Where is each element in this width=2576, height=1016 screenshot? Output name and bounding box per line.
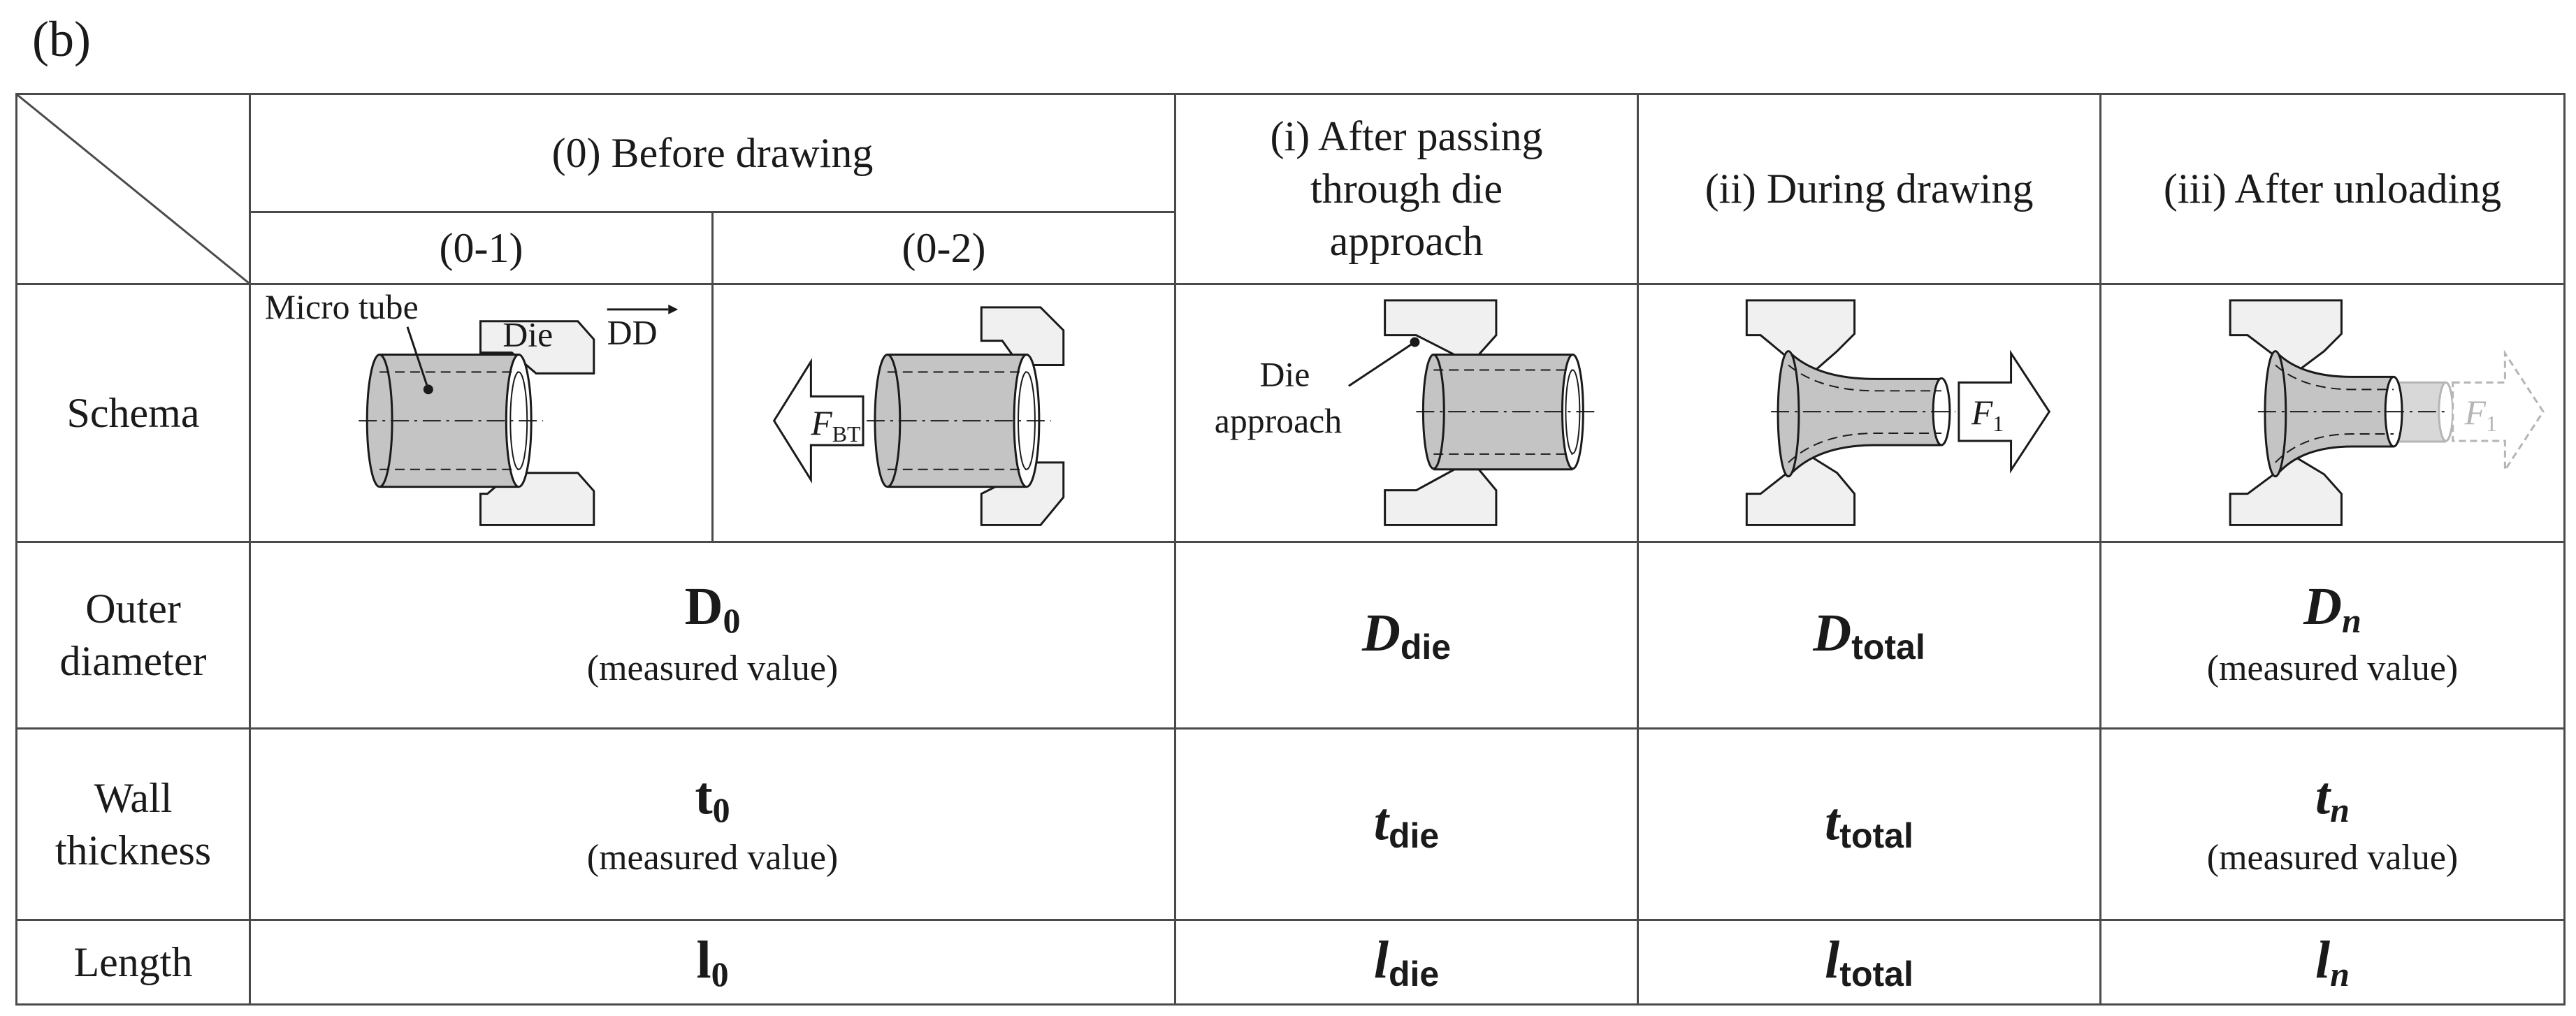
upper-die [2229,299,2343,374]
label-die-approach-2: approach [1215,402,1342,440]
label-die: Die [502,316,553,354]
row-label-outer-2: diameter [59,638,207,685]
upper-die [479,320,595,375]
symbol-ln: ln [2315,930,2350,994]
lower-die [1384,468,1498,526]
row-label-schema: Schema [15,282,251,544]
label-f-bt-main: F [810,404,832,442]
symbol-dn: Dn [2303,577,2361,641]
lower-die [2229,456,2343,526]
symbol-ttotal: ttotal [1825,792,1913,856]
cell-ddie: Ddie [1174,541,1640,730]
cell-ldie: ldie [1174,919,1640,1006]
cell-d0: D0 (measured value) [248,541,1177,730]
cell-t0: t0 (measured value) [248,727,1177,922]
header-after-die-line2: through die [1310,166,1503,212]
back-tension-arrow [772,358,864,484]
schema-during-drawing: F1 [1637,282,2102,544]
label-dd: DD [607,314,658,352]
cell-tdie: tdie [1174,727,1640,922]
label-f1: F1 [1971,393,2004,436]
symbol-l0: l0 [696,930,729,994]
label-f-bt-sub: BT [832,422,861,447]
header-after-unloading: (iii) After unloading [2099,93,2566,285]
header-after-die-line3: approach [1329,218,1484,264]
label-f1-faded-main: F [2464,393,2487,432]
upper-die [1384,299,1498,356]
row-label-wall-thickness: Wall thickness [15,727,251,922]
schema-0-1-drawing: Micro tube Die DD [265,288,679,526]
note-tn: (measured value) [2206,837,2459,878]
row-label-wall-2: thickness [55,827,212,873]
tube-body [2275,351,2394,477]
symbol-tn: tn [2315,766,2350,829]
corner-cell [15,93,251,285]
schema-0-1: Micro tube Die DD [249,282,714,544]
label-f-bt: FBT [810,404,860,447]
drawing-force-arrow [1958,349,2051,474]
schema-after-die: Die approach [1174,282,1640,544]
diagonal-line [17,95,249,283]
cell-dn: Dn (measured value) [2099,541,2566,730]
cell-tn: tn (measured value) [2099,727,2566,922]
drawing-stages-table: (0) Before drawing (i) After passing thr… [15,93,2566,1006]
label-die-approach-1: Die [1259,355,1310,393]
cell-dtotal: Dtotal [1637,541,2102,730]
header-after-die: (i) After passing through die approach [1174,93,1640,285]
label-f1-faded: F1 [2464,393,2497,436]
panel-label: (b) [32,11,91,67]
row-label-outer-diameter: Outer diameter [15,541,251,730]
cell-ln: ln [2099,919,2566,1006]
upper-die [980,306,1065,366]
schema-after-unloading-drawing: F1 [2229,299,2545,526]
symbol-dtotal: Dtotal [1813,603,1925,667]
symbol-ldie: ldie [1373,930,1440,994]
cell-ltotal: ltotal [1637,919,2102,1006]
header-before-drawing: (0) Before drawing [248,93,1177,213]
row-label-wall-1: Wall [94,774,173,821]
symbol-ltotal: ltotal [1825,930,1913,994]
upper-die [1745,299,1856,377]
label-f1-sub: 1 [1992,412,2004,436]
label-f1-main: F [1971,393,1993,432]
symbol-d0: D0 [684,577,741,641]
note-d0: (measured value) [586,648,839,689]
header-during-drawing: (ii) During drawing [1637,93,2102,285]
symbol-tdie: tdie [1373,792,1440,856]
header-sub-0-2: (0-2) [711,211,1177,285]
row-label-length: Length [15,919,251,1006]
header-after-die-line1: (i) After passing [1270,113,1543,159]
cell-l0: l0 [248,919,1177,1006]
schema-after-unloading: F1 [2099,282,2566,544]
note-dn: (measured value) [2206,648,2459,689]
row-label-outer-1: Outer [85,586,181,632]
schema-0-2: FBT [711,282,1177,544]
symbol-t0: t0 [695,766,730,829]
note-t0: (measured value) [586,837,839,878]
faded-force-arrow [2452,349,2545,474]
header-sub-0-1: (0-1) [249,211,714,285]
schema-after-die-drawing: Die approach [1215,299,1598,526]
symbol-ddie: Ddie [1361,603,1452,667]
lower-die [1745,454,1856,526]
schema-0-2-drawing: FBT [772,306,1065,526]
cell-ttotal: ttotal [1637,727,2102,922]
label-f1-faded-sub: 1 [2486,412,2497,436]
schema-during-drawing-drawing: F1 [1745,299,2051,526]
label-micro-tube: Micro tube [265,288,419,326]
